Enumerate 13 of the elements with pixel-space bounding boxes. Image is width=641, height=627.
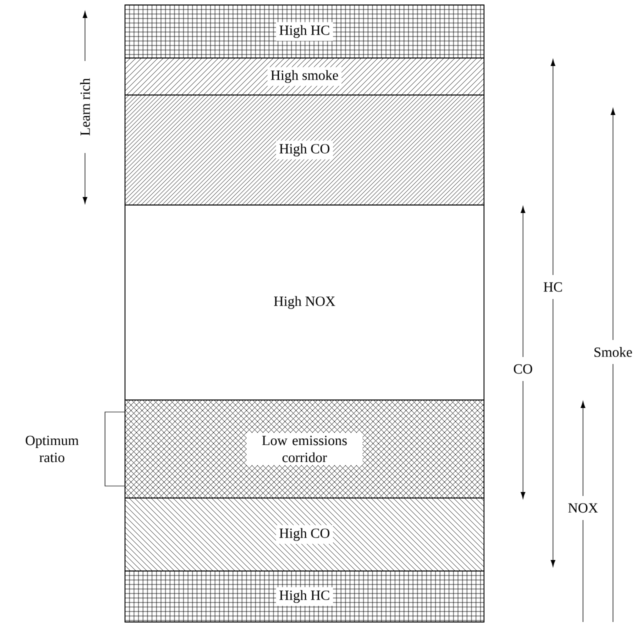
range-label: Optimum ratio — [26, 436, 79, 462]
range-label: Smoke — [594, 347, 632, 357]
emission-band: High smoke — [124, 58, 484, 96]
range-label: NOX — [568, 503, 598, 513]
emission-band: Low emissions corridor — [124, 400, 484, 498]
range-label: CO — [514, 364, 532, 374]
emission-band: High CO — [124, 94, 484, 206]
range-label: Learn rich — [80, 78, 90, 136]
emission-band: High NOX — [124, 204, 484, 400]
emission-band: High HC — [124, 4, 484, 58]
emission-band: High CO — [124, 498, 484, 572]
emission-band: High HC — [124, 570, 484, 622]
range-label: HC — [544, 282, 562, 292]
